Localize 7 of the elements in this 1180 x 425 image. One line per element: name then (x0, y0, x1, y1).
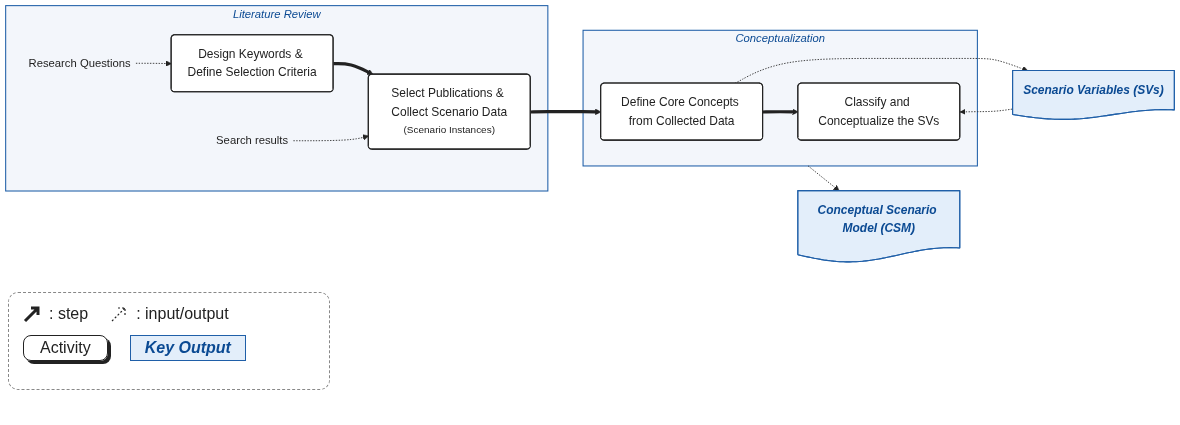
key-output-sample: Key Output (129, 335, 246, 361)
node-text: Research Questions (28, 56, 131, 69)
legend-text: : input/output (136, 305, 229, 323)
arrow (333, 61, 374, 75)
node-text: Search results (216, 134, 289, 147)
legend-text: : step (49, 305, 89, 323)
activity-sample: Activity (23, 335, 108, 361)
